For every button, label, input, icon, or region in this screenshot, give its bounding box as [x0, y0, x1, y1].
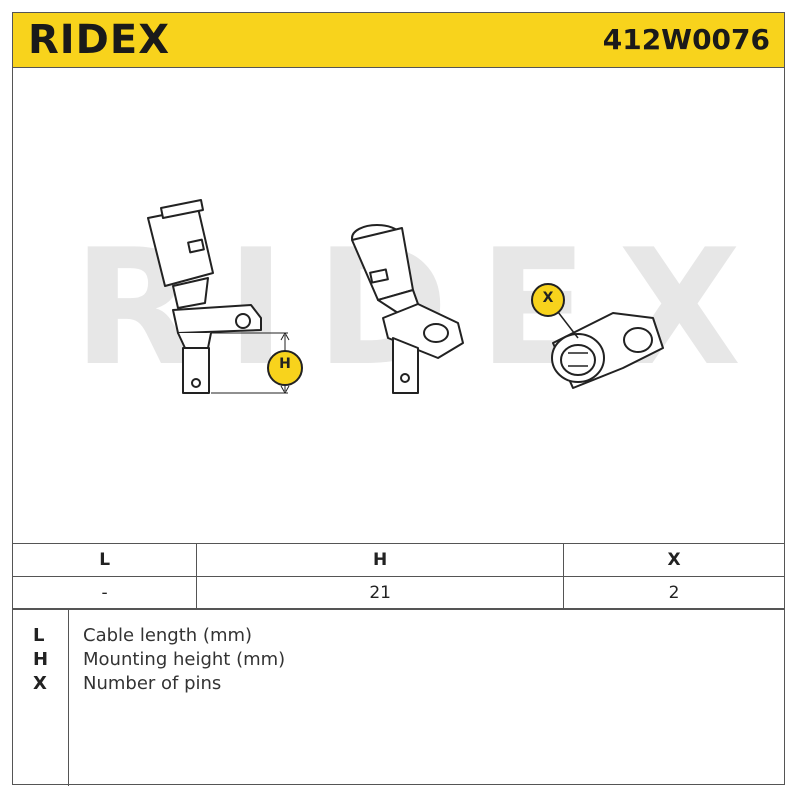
brand-logo: RIDEX	[28, 17, 171, 63]
h-callout	[267, 350, 303, 386]
spec-header-l: L	[13, 543, 198, 577]
legend-description: Number of pins	[83, 673, 222, 694]
header-bar: RIDEX 412W0076	[13, 13, 784, 68]
sensor-illustrations	[147, 199, 664, 394]
legend-key: L	[33, 625, 45, 646]
spec-value-l: -	[13, 576, 198, 610]
legend-description: Mounting height (mm)	[83, 649, 286, 670]
legend-description: Cable length (mm)	[83, 625, 253, 646]
legend-key: X	[33, 673, 47, 694]
legend: L Cable length (mm) H Mounting height (m…	[13, 608, 784, 786]
spec-table: L H X - 21 2	[13, 543, 784, 610]
legend-key-column	[13, 609, 69, 786]
x-callout	[531, 283, 579, 339]
spec-header-x: X	[563, 543, 784, 577]
x-callout-label: X	[542, 290, 554, 306]
spec-header-row: L H X	[13, 543, 784, 577]
technical-drawing: RIDEX	[13, 68, 784, 543]
spec-value-row: - 21 2	[13, 576, 784, 610]
connector-pins-view	[551, 312, 664, 389]
sensor-perspective-view	[351, 224, 464, 394]
spec-value-h: 21	[196, 576, 565, 610]
product-sheet: RIDEX 412W0076 RIDEX	[12, 12, 785, 786]
h-callout-label: H	[279, 356, 291, 372]
legend-key: H	[33, 649, 49, 670]
sensor-side-view	[147, 199, 290, 394]
part-number: 412W0076	[602, 23, 770, 56]
spec-value-x: 2	[563, 576, 784, 610]
spec-header-h: H	[196, 543, 565, 577]
